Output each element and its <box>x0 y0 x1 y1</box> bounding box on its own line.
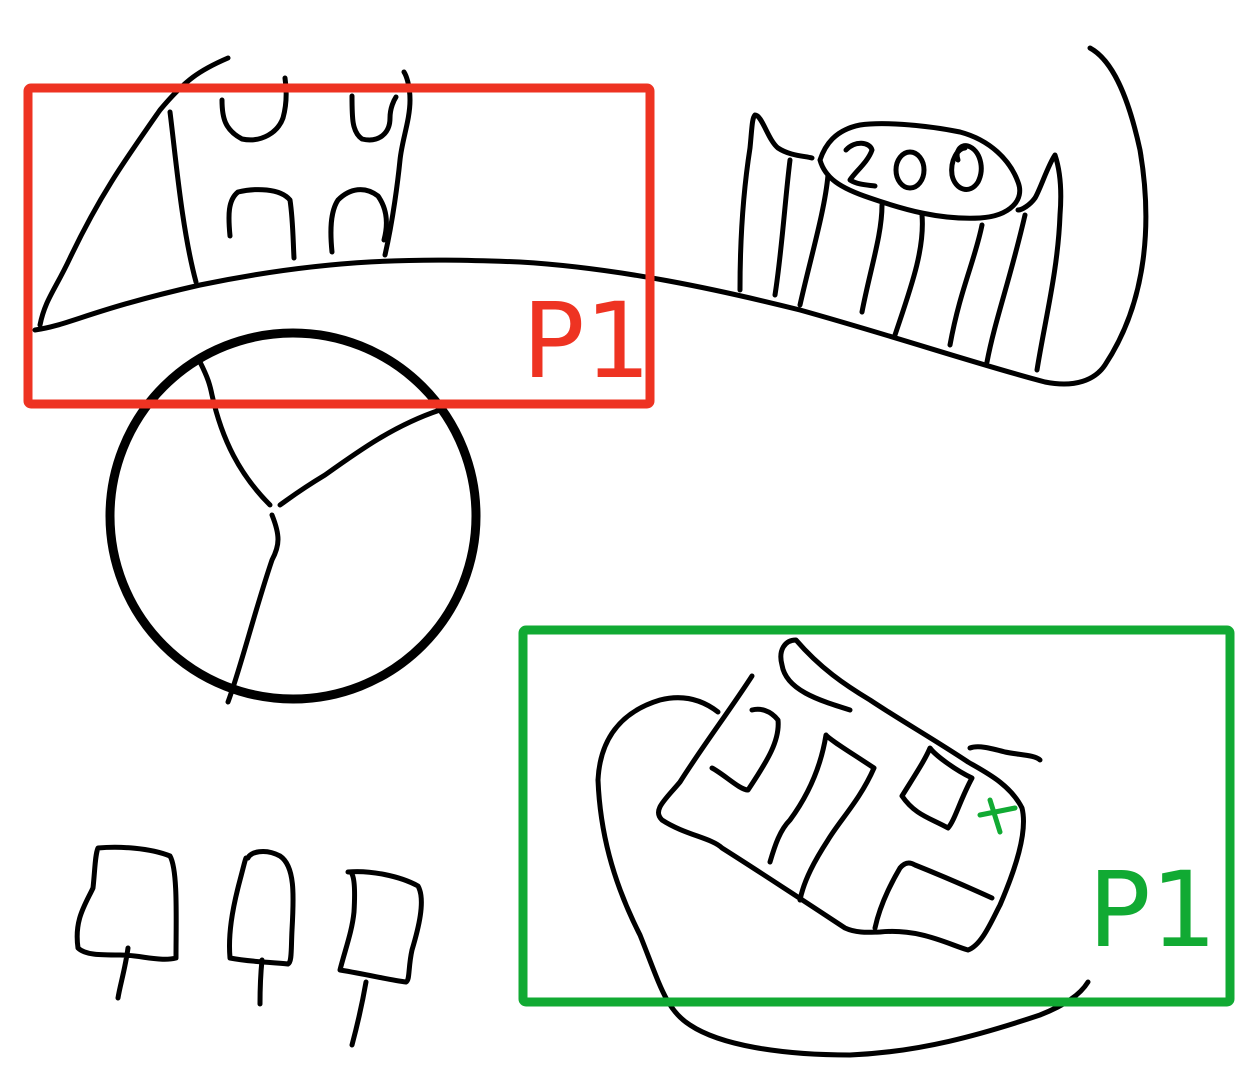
castle-drawing <box>37 55 413 328</box>
green-annotation: P1 <box>518 625 1235 1007</box>
vehicle-letter-o2 <box>949 143 984 192</box>
vehicle-back-pole <box>1015 152 1064 373</box>
wheel-spoke-bottom <box>225 512 281 705</box>
tag-shape-1 <box>74 844 179 1001</box>
appliance-outline <box>656 637 1026 953</box>
vehicle-cabin <box>817 121 1023 221</box>
wheel-spoke-right <box>277 407 443 508</box>
appliance-inner-4 <box>872 860 995 931</box>
vehicle-stripe-1 <box>772 157 793 298</box>
tag-shape-2 <box>227 849 296 1007</box>
red-bounding-box <box>23 83 655 409</box>
red-annotation: P1 <box>23 83 655 409</box>
castle-left-wall <box>167 109 199 285</box>
vehicle-stripe-6 <box>984 212 1028 365</box>
vehicle-stripe-3 <box>859 202 885 315</box>
wheel-circle <box>105 328 481 704</box>
tag-shapes <box>74 844 424 1048</box>
vehicle-letter-z <box>843 140 878 189</box>
green-cross-mark <box>977 797 1018 835</box>
castle-slope <box>37 55 231 328</box>
castle-window-2 <box>349 93 399 143</box>
appliance-handle <box>967 744 1043 763</box>
vehicle-stripe-5 <box>947 222 985 348</box>
green-label-p1: P1 <box>1088 849 1217 971</box>
castle-right-wall <box>382 69 413 258</box>
appliance-inner-3 <box>899 745 975 831</box>
tag-shape-3 <box>337 869 424 1048</box>
wheel-drawing <box>105 328 481 705</box>
vehicle-stripe-4 <box>892 212 925 338</box>
wheel-spoke-top <box>197 359 273 508</box>
castle-door-1 <box>226 187 297 261</box>
vehicle-stripe-2 <box>797 172 831 308</box>
ground-line <box>32 45 1149 387</box>
appliance-inner-1 <box>709 706 781 793</box>
vehicle-letter-o1 <box>893 149 927 191</box>
appliance-inner-2 <box>767 732 877 903</box>
green-bounding-box <box>518 625 1235 1007</box>
vehicle-front-pole <box>737 112 815 293</box>
blob-drawing <box>595 637 1091 1058</box>
vehicle-drawing <box>737 112 1064 373</box>
castle-door-2 <box>328 187 389 255</box>
castle-window-1 <box>219 75 289 143</box>
red-label-p1: P1 <box>522 280 651 402</box>
